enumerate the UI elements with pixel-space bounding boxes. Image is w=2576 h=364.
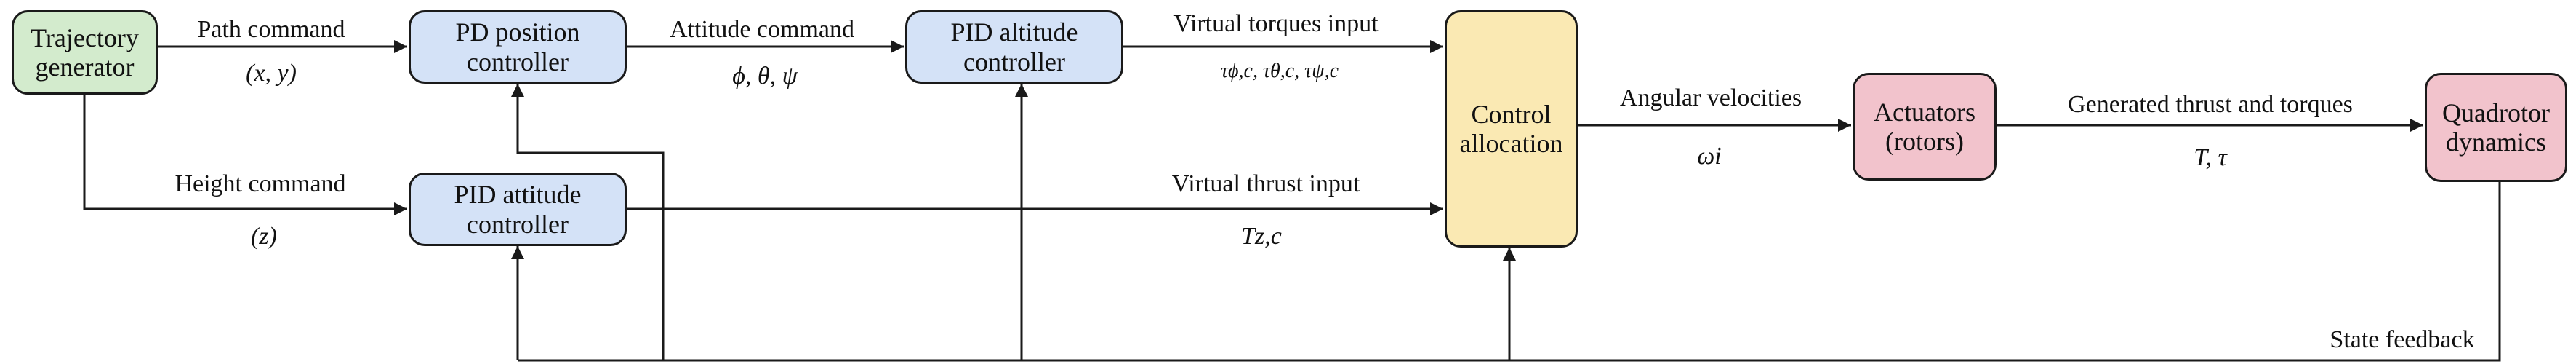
height-command-label: Height command (174, 170, 346, 197)
virtual-torques-symbol: τϕ,c, τθ,c, τψ,c (1221, 60, 1339, 82)
feedback-to-pd-position-arrow (511, 84, 665, 360)
virtual-torques-label: Virtual torques input (1173, 10, 1379, 37)
actuators-line2: (rotors) (1885, 127, 1964, 156)
actuators-block: Actuators (rotors) (1853, 73, 1997, 181)
path-command-symbol: (x, y) (246, 60, 297, 87)
pid-attitude-line2: controller (467, 209, 569, 239)
path-command-label: Path command (197, 16, 345, 43)
height-command-arrow (83, 95, 407, 215)
pid-altitude-line1: PID altitude (950, 17, 1078, 47)
virtual-thrust-symbol: Tz,c (1241, 223, 1282, 250)
virtual-thrust-label: Virtual thrust input (1171, 170, 1360, 197)
attitude-command-symbol: ϕ, θ, ψ (732, 63, 798, 90)
control-allocation-line1: Control (1471, 99, 1552, 129)
angular-velocities-symbol: ωi (1697, 143, 1722, 170)
pid-altitude-line2: controller (963, 47, 1065, 76)
quadrotor-dynamics-block: Quadrotor dynamics (2425, 73, 2567, 182)
pd-position-line2: controller (467, 47, 569, 76)
state-feedback-label: State feedback (2330, 326, 2475, 353)
height-command-symbol: (z) (251, 223, 277, 250)
generated-thrust-symbol: T, τ (2194, 144, 2227, 171)
pd-position-line1: PD position (455, 17, 580, 47)
pid-attitude-line1: PID attitude (454, 180, 582, 210)
pid-altitude-controller-block: PID altitude controller (905, 10, 1123, 84)
generated-thrust-label: Generated thrust and torques (2068, 91, 2353, 118)
angular-velocities-label: Angular velocities (1619, 84, 1802, 111)
quadrotor-dynamics-line1: Quadrotor (2442, 98, 2550, 127)
actuators-line1: Actuators (1874, 97, 1975, 127)
control-allocation-line2: allocation (1459, 129, 1563, 158)
pid-attitude-controller-block: PID attitude controller (409, 173, 627, 246)
trajectory-generator-block: Trajectory generator (12, 10, 158, 95)
trajectory-generator-line2: generator (35, 52, 135, 82)
state-feedback-line (518, 182, 2501, 362)
pd-position-controller-block: PD position controller (409, 10, 627, 84)
control-allocation-block: Control allocation (1445, 10, 1578, 248)
attitude-command-label: Attitude command (669, 16, 855, 43)
trajectory-generator-line1: Trajectory (31, 23, 139, 52)
quadrotor-dynamics-line2: dynamics (2446, 127, 2546, 157)
